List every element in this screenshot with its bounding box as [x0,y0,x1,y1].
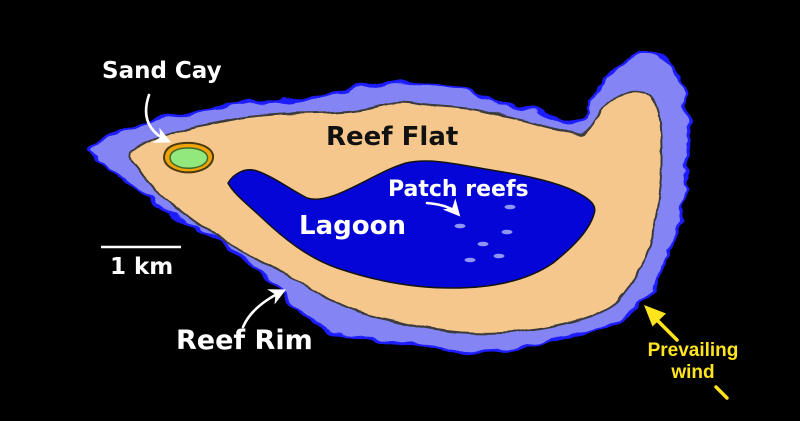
patch-reef-dot [454,223,466,229]
sand-cay-island [169,147,209,170]
patch-reefs-arrow [425,198,461,217]
wind-direction-tick [714,385,729,400]
prevailing-wind-line2: wind [671,362,715,383]
patch-reef-dot [501,229,513,235]
patch-reef-dot [477,241,489,247]
prevailing-wind-arrow [644,305,679,342]
sand-cay-arrow [144,93,172,143]
patch-reef-dot [504,204,516,210]
sand-cay-label: Sand Cay [102,58,222,84]
scale-bar-label: 1 km [110,254,174,280]
reef-flat-label: Reef Flat [326,122,459,152]
prevailing-wind-line1: Prevailing [647,340,739,361]
reef-rim-label: Reef Rim [176,325,313,356]
patch-reef-dot [493,253,505,259]
patch-reef-dots [454,204,516,263]
patch-reef-dot [464,257,476,263]
prevailing-wind-label: Prevailing wind [638,340,748,384]
lagoon-label: Lagoon [299,211,406,241]
reef-rim-arrow [241,289,287,329]
patch-reefs-label: Patch reefs [388,177,529,202]
